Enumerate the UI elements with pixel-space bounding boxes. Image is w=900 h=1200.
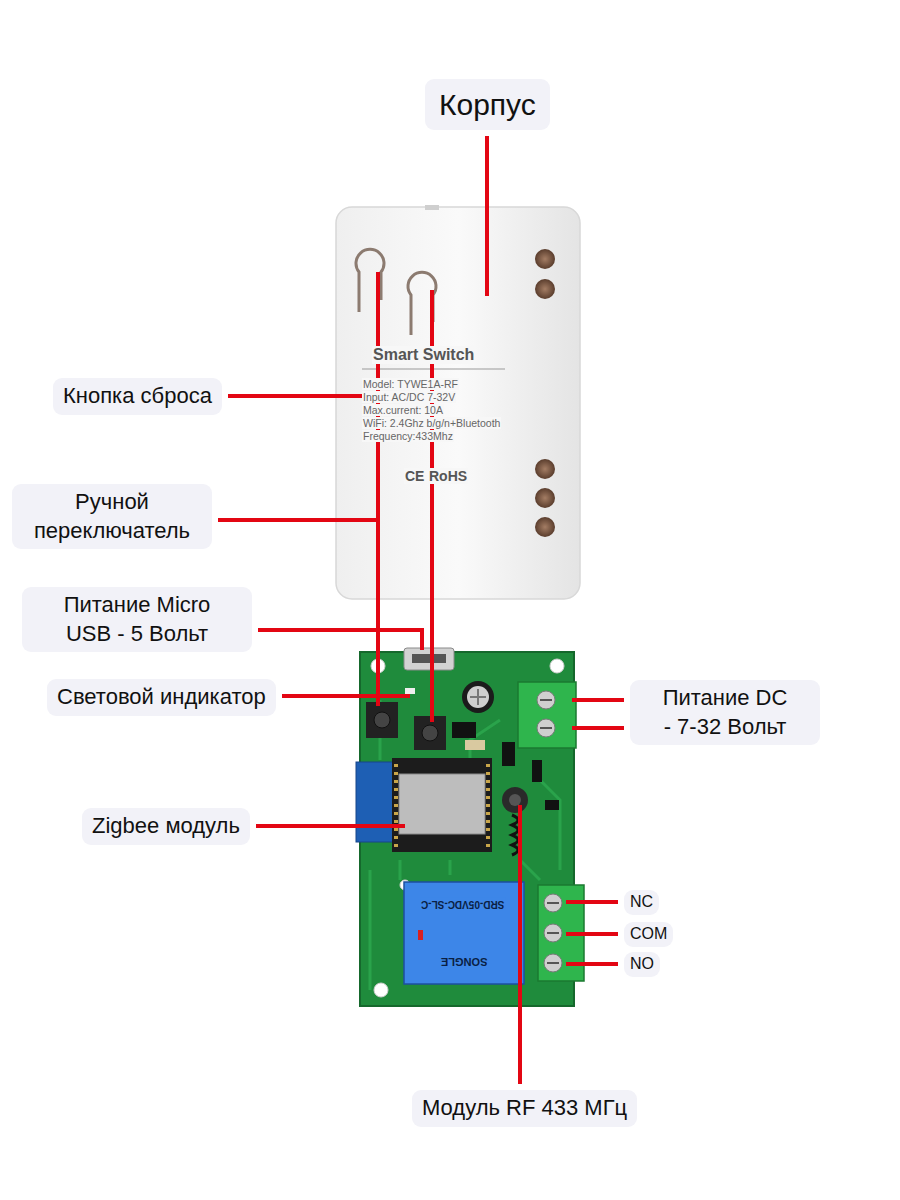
printed-marking: WiFi: 2.4Ghz b/g/n+Bluetooth [362, 417, 501, 429]
label-text: Модуль RF 433 МГц [422, 1094, 627, 1123]
label-text: Zigbee модуль [92, 812, 240, 841]
callout-label: NO [624, 952, 660, 977]
label-text: Световой индикатор [57, 683, 266, 712]
printed-marking: RoHS [428, 468, 468, 484]
callout-label: Корпус [425, 79, 550, 130]
printed-marking: SRD-05VDC-SL-C [420, 898, 505, 910]
label-text: Ручной переключатель [22, 488, 202, 545]
label-text: NO [630, 954, 654, 975]
callout-label: Световой индикатор [47, 679, 276, 716]
printed-marking: Input: AC/DC 7-32V [362, 391, 456, 403]
callout-label: Питание DC - 7-32 Вольт [630, 680, 820, 745]
label-text: Корпус [439, 85, 536, 124]
label-text: Питание Micro USB - 5 Вольт [32, 591, 242, 648]
callout-label: Zigbee модуль [82, 808, 250, 845]
label-text: NC [630, 892, 653, 913]
label-text: Питание DC - 7-32 Вольт [640, 684, 810, 741]
printed-marking: Frequency:433Mhz [362, 430, 454, 442]
printed-marking: SONGLE [440, 955, 488, 968]
label-text: COM [630, 924, 667, 945]
printed-marking: CE [404, 468, 425, 484]
leader-line [218, 136, 624, 1084]
printed-marking: Model: TYWE1A-RF [362, 378, 459, 390]
switch-housing [336, 205, 580, 599]
callout-label: COM [624, 922, 673, 947]
label-text: Кнопка сброса [63, 382, 212, 411]
callout-label: NC [624, 890, 659, 915]
printed-marking: Smart Switch [372, 346, 475, 364]
callout-label: Питание Micro USB - 5 Вольт [22, 587, 252, 652]
printed-marking: Max.current: 10A [362, 404, 444, 416]
callout-label: Ручной переключатель [12, 484, 212, 549]
callout-label: Кнопка сброса [53, 378, 222, 415]
callout-label: Модуль RF 433 МГц [412, 1090, 637, 1127]
button-pins [356, 249, 436, 335]
